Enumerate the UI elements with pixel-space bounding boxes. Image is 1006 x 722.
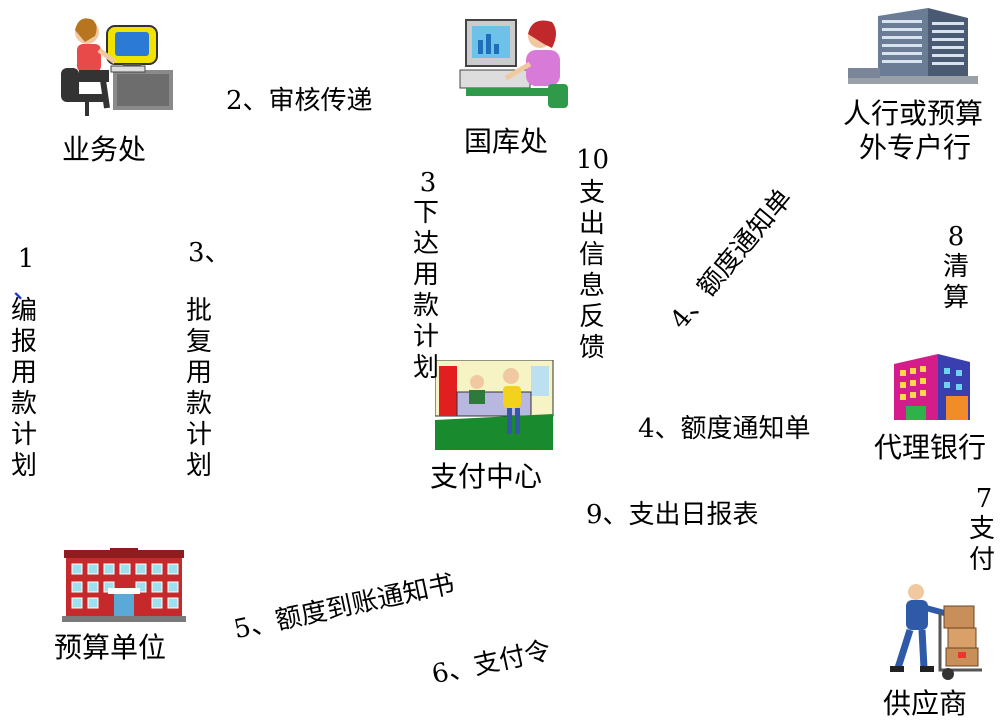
node-agent-bank: 代理银行	[874, 431, 987, 464]
flow-4-diagonal-label: 4、额度通知单	[664, 183, 799, 336]
flow-6-label: 6、支付令	[429, 635, 554, 691]
flow-1-number-digit: 1	[17, 244, 35, 274]
flow-8-label: 清算	[942, 252, 969, 313]
node-payment-center: 支付中心	[430, 460, 543, 493]
office-building-icon	[848, 8, 978, 84]
flow-10-number: 10	[576, 145, 610, 175]
flow-9-label: 9、支出日报表	[586, 500, 759, 530]
node-supplier: 供应商	[883, 687, 968, 720]
node-bank-line1: 人行或预算	[843, 97, 984, 130]
woman-at-monitor-icon	[459, 19, 568, 108]
node-bank-line2: 外专户行	[859, 131, 972, 164]
flow-1-label: 编报用款计划	[10, 296, 37, 481]
node-business-office: 业务处	[62, 133, 147, 166]
flow-3b-label: 下达用款计划	[412, 198, 439, 383]
flow-4-label: 4、额度通知单	[638, 414, 811, 444]
flow-1-number: 1 、	[12, 244, 40, 306]
colorful-building-icon	[894, 354, 970, 420]
flow-7-label: 支付	[968, 514, 995, 575]
node-budget-unit: 预算单位	[54, 631, 167, 664]
flow-3a-label: 批复用款计划	[185, 296, 212, 481]
flow-7-number: 7	[975, 484, 993, 514]
school-building-icon	[62, 548, 186, 622]
service-counter-icon	[435, 360, 554, 450]
delivery-man-icon	[890, 584, 982, 680]
flow-2-label: 2、审核传递	[226, 86, 373, 116]
woman-at-computer-icon	[61, 18, 173, 116]
flow-1-number-mark: 、	[12, 275, 39, 305]
node-treasury-office: 国库处	[464, 125, 549, 158]
flow-3a-number: 3、	[188, 238, 231, 268]
flow-10-label: 支出信息反馈	[578, 178, 605, 363]
flow-3b-number: 3	[419, 168, 437, 198]
flow-8-number: 8	[947, 222, 965, 252]
flow-5-label: 5、额度到账通知书	[231, 569, 458, 646]
